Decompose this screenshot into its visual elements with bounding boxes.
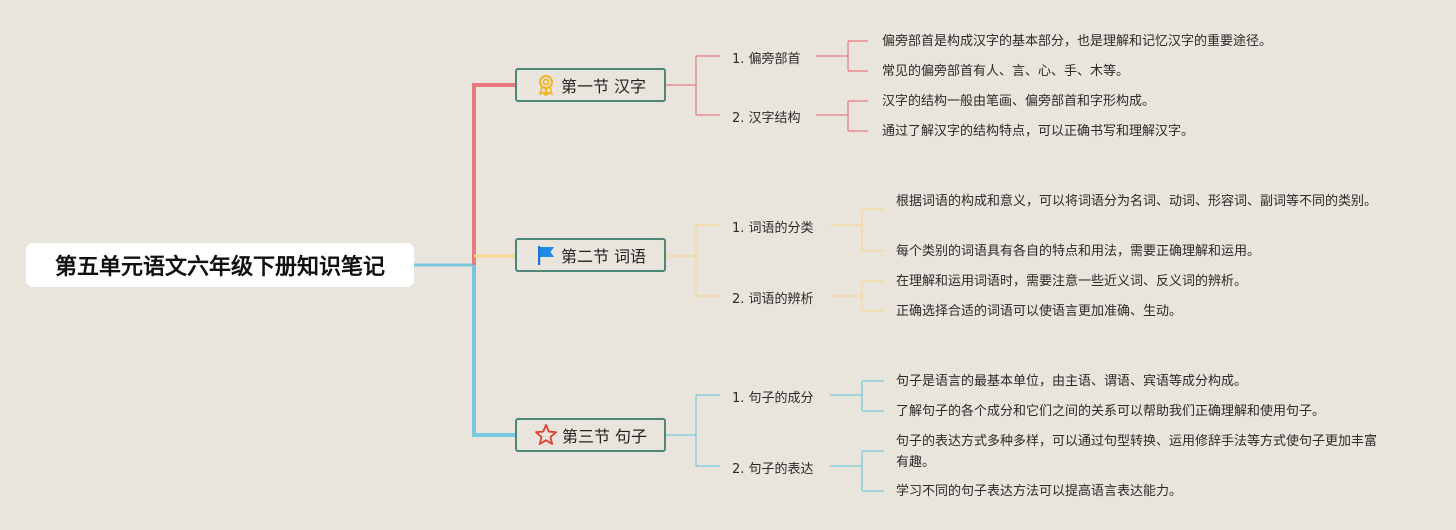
section-title: 第三节 句子 [561,427,648,446]
sub-topic[interactable]: 1. 词语的分类 [732,221,814,236]
section-3-connectors [666,380,884,492]
note-text: 了解句子的各个成分和它们之间的关系可以帮助我们正确理解和使用句子。 [896,404,1326,419]
note-text: 句子的表达方式多种多样，可以通过句型转换、运用修辞手法等方式使句子更加丰富有趣。 [896,434,1378,470]
section-title: 第一节 汉字 [560,77,647,96]
flag-icon [537,246,554,265]
root-title: 第五单元语文六年级下册知识笔记 [54,255,385,280]
section-title: 第二节 词语 [560,247,647,266]
section-node-hanzi[interactable]: 第一节 汉字 [515,68,666,102]
note-text: 常见的偏旁部首有人、言、心、手、木等。 [882,64,1130,79]
branch-line-1 [472,83,515,265]
note-text: 根据词语的构成和意义，可以将词语分为名词、动词、形容词、副词等不同的类别。 [896,194,1378,209]
award-ribbon-icon [538,75,553,96]
note-text: 每个类别的词语具有各自的特点和用法，需要正确理解和运用。 [896,244,1261,259]
sub-topic[interactable]: 1. 偏旁部首 [732,52,801,67]
star-icon [535,424,557,445]
sub-topic[interactable]: 2. 汉字结构 [732,111,801,126]
note-text: 通过了解汉字的结构特点，可以正确书写和理解汉字。 [882,124,1195,139]
note-text: 句子是语言的最基本单位，由主语、谓语、宾语等成分构成。 [896,374,1248,389]
section-1-connectors [666,40,868,132]
section-node-ciyu[interactable]: 第二节 词语 [515,238,666,272]
sub-topic[interactable]: 2. 句子的表达 [732,462,814,477]
note-text: 在理解和运用词语时，需要注意一些近义词、反义词的辨析。 [896,274,1248,289]
root-topic[interactable]: 第五单元语文六年级下册知识笔记 [26,243,414,287]
note-text: 正确选择合适的词语可以使语言更加准确、生动。 [896,304,1183,319]
note-text: 学习不同的句子表达方法可以提高语言表达能力。 [896,484,1183,499]
note-text: 汉字的结构一般由笔画、偏旁部首和字形构成。 [882,94,1156,109]
sub-topic[interactable]: 2. 词语的辨析 [732,292,814,307]
branch-line-3 [472,265,515,437]
section-node-juzi[interactable]: 第三节 句子 [515,418,666,452]
sub-topic[interactable]: 1. 句子的成分 [732,391,814,406]
section-2-connectors [666,208,884,312]
note-text: 偏旁部首是构成汉字的基本部分，也是理解和记忆汉字的重要途径。 [882,34,1273,49]
